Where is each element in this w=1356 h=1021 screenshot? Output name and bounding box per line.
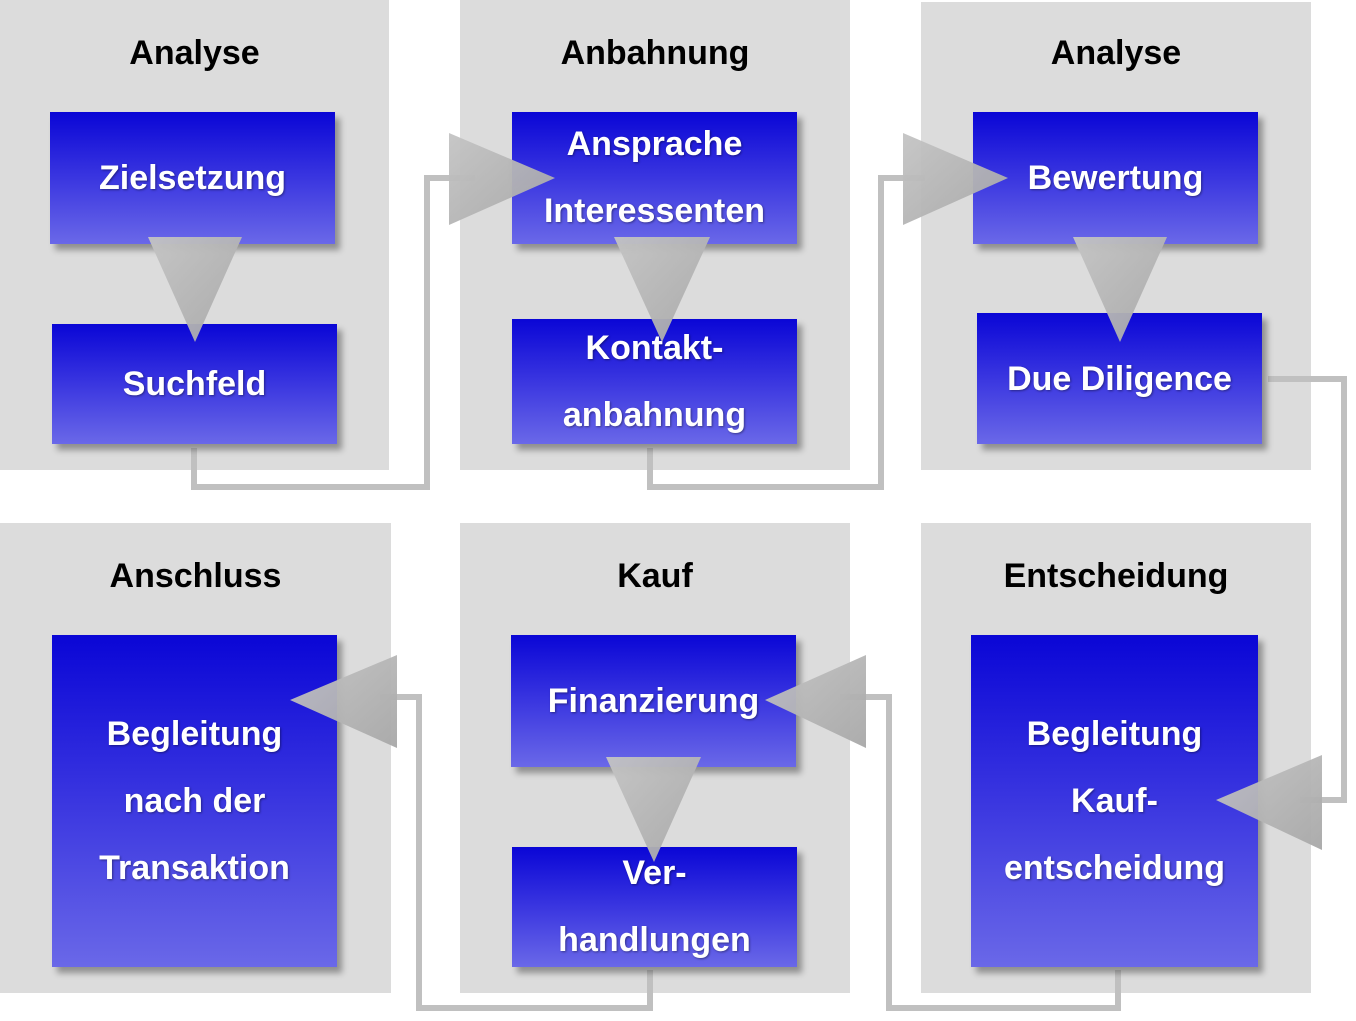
phase-title: Analyse: [129, 34, 260, 72]
phase-title: Anbahnung: [560, 34, 750, 72]
step-label: nach der: [123, 781, 266, 820]
step-verhandlungen: Ver- handlungen: [512, 847, 797, 967]
step-suchfeld: Suchfeld: [52, 324, 337, 444]
step-begleitung-transaktion: Begleitung nach der Transaktion: [52, 635, 337, 967]
step-label: anbahnung: [562, 395, 747, 434]
step-label: Suchfeld: [122, 365, 267, 403]
step-label: Finanzierung: [547, 682, 760, 720]
step-label: Kauf-: [1071, 781, 1158, 820]
step-bewertung: Bewertung: [973, 112, 1258, 244]
step-ansprache-interessenten: Ansprache Interessenten: [512, 112, 797, 244]
step-label: Ver-: [622, 854, 687, 892]
step-finanzierung: Finanzierung: [511, 635, 796, 767]
step-label: Zielsetzung: [98, 159, 287, 197]
step-label: Interessenten: [543, 192, 766, 230]
step-label: Ansprache: [566, 125, 743, 163]
step-due-diligence: Due Diligence: [977, 313, 1262, 444]
step-begleitung-kaufentscheidung: Begleitung Kauf- entscheidung: [971, 635, 1258, 967]
step-kontaktanbahnung: Kontakt- anbahnung: [512, 319, 797, 444]
step-zielsetzung: Zielsetzung: [50, 112, 335, 244]
phase-title: Kauf: [617, 557, 693, 595]
step-label: Begleitung: [1026, 714, 1203, 753]
step-label: entscheidung: [1003, 848, 1226, 887]
step-label: Transaktion: [99, 848, 290, 887]
phase-title: Analyse: [1050, 34, 1182, 72]
phase-title: Anschluss: [109, 557, 282, 595]
step-label: Bewertung: [1027, 159, 1204, 197]
step-label: handlungen: [558, 921, 751, 959]
step-label: Begleitung: [106, 714, 283, 753]
phase-title: Entscheidung: [1003, 557, 1229, 595]
step-label: Due Diligence: [1007, 359, 1232, 398]
step-label: Kontakt-: [585, 328, 724, 367]
